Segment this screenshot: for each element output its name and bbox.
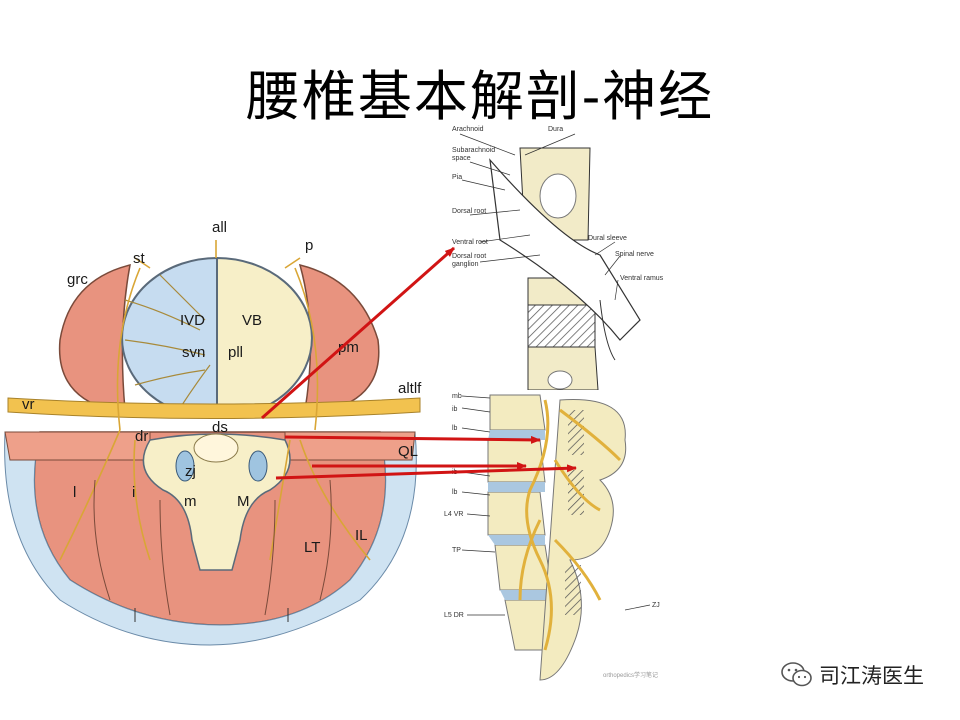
vertebral-body — [216, 256, 313, 420]
account-name: 司江涛医生 — [819, 664, 924, 688]
sinuvertebral-branches — [124, 274, 211, 409]
label-dura: Dura — [548, 126, 563, 133]
label-lb-2: lb — [452, 489, 458, 496]
label-dr: dr — [135, 428, 148, 445]
label-ventral-ramus: Ventral ramus — [620, 275, 664, 282]
label-lb-1: lb — [452, 425, 458, 432]
arrow-to-medial-branch-1 — [284, 435, 541, 444]
facet-joint-right — [248, 450, 268, 482]
watermark: 司江涛医生 — [781, 660, 924, 690]
label-zj: zj — [185, 463, 196, 480]
label-altlf: altlf — [398, 380, 422, 397]
label-ds: ds — [212, 419, 228, 436]
label-p: p — [305, 237, 313, 254]
wechat-icon — [781, 662, 812, 687]
nerve-network — [59, 240, 371, 561]
lateral-spine-diagram: mb ib lb ib lb L4 VR TP L5 DR ZJ orthope… — [444, 390, 660, 690]
label-dural-sleeve: Dural sleeve — [588, 235, 627, 242]
label-mb: mb — [452, 393, 462, 400]
label-ql: QL — [398, 443, 418, 460]
label-all: all — [212, 219, 227, 236]
label-pm: pm — [338, 339, 359, 356]
label-lt: LT — [304, 539, 320, 556]
label-spinal-nerve: Spinal nerve — [615, 251, 654, 258]
label-l: l — [73, 484, 76, 501]
label-ib-1: ib — [452, 406, 458, 413]
label-grc: grc — [67, 271, 88, 288]
facet-joint-left — [175, 450, 195, 482]
label-ivd: IVD — [180, 312, 205, 329]
label-m-big: M — [237, 493, 250, 510]
label-vr: vr — [22, 396, 35, 413]
label-dorsal-ganglion-1: Dorsal root — [452, 253, 486, 260]
arrow-to-root-sleeve — [261, 246, 455, 420]
label-m-small: m — [184, 493, 197, 510]
label-subarachnoid-2: space — [452, 155, 471, 162]
label-st: st — [133, 250, 146, 267]
red-arrows — [261, 246, 577, 480]
label-vb: VB — [242, 312, 262, 329]
quadratus-lumborum — [4, 431, 151, 461]
slide-title: 腰椎基本解剖-神经 — [245, 65, 715, 128]
label-arachnoid: Arachnoid — [452, 126, 484, 133]
label-svn: svn — [182, 344, 205, 361]
dural-sac — [193, 433, 239, 463]
label-pia: Pia — [452, 174, 462, 181]
label-dorsal-root: Dorsal root — [452, 208, 486, 215]
label-dorsal-ganglion-2: ganglion — [452, 261, 479, 268]
label-pll: pll — [228, 344, 243, 361]
intervertebral-disc — [121, 256, 218, 420]
label-i: i — [132, 484, 135, 501]
label-subarachnoid-1: Subarachnoid — [452, 147, 495, 154]
label-zj-lateral: ZJ — [652, 602, 660, 609]
label-il: IL — [355, 527, 368, 544]
label-l5-dr: L5 DR — [444, 612, 464, 619]
nerve-root-sleeve-diagram: Arachnoid Dura Subarachnoid space Pia Do… — [452, 126, 664, 391]
label-l4-vr: L4 VR — [444, 511, 463, 518]
label-ventral-root: Ventral root — [452, 239, 488, 246]
lumbar-cross-section-diagram: all st p grc IVD VB svn pll pm altlf vr … — [4, 219, 422, 646]
label-tp: TP — [452, 547, 461, 554]
arrow-to-medial-branch-3 — [275, 464, 577, 480]
image-source-caption: orthopedics学习笔记 — [603, 671, 658, 679]
